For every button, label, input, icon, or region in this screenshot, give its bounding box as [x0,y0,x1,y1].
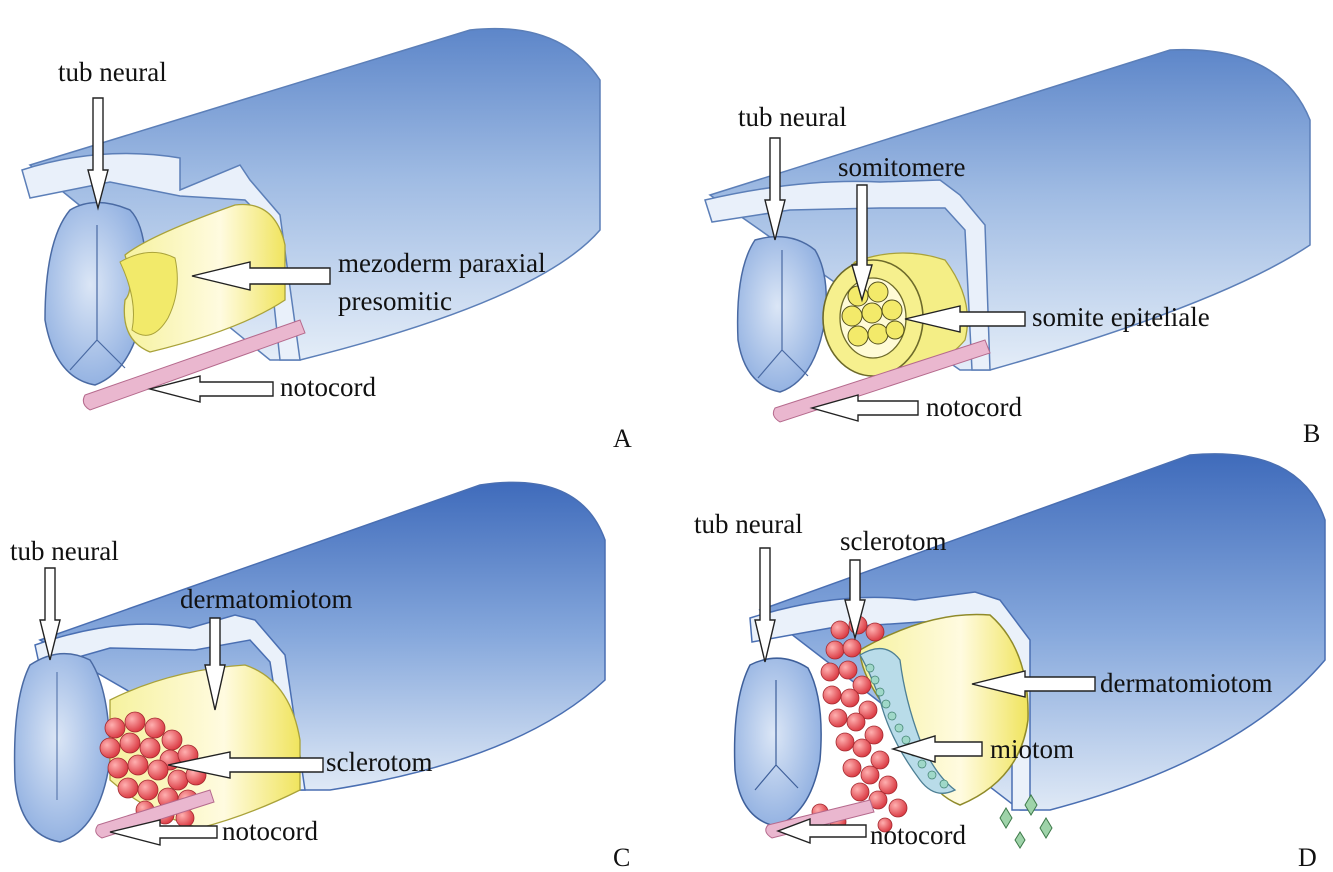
label-dermatomiotom-d: dermatomiotom [1100,668,1272,698]
neural-tube [15,654,110,842]
panel-b: tub neural somitomere somite epiteliale … [705,50,1320,448]
label-notocord-a: notocord [280,372,376,402]
neural-tube [735,658,822,826]
label-notocord-b: notocord [926,392,1022,422]
label-sclerotom-c: sclerotom [326,747,432,777]
panel-letter-d: D [1298,843,1317,872]
panel-letter-c: C [613,843,630,872]
label-mezoderm-line2-a: presomitic [338,286,452,316]
label-tub-neural-b: tub neural [738,102,847,132]
label-notocord-d: notocord [870,820,966,850]
label-somite-epiteliale-b: somite epiteliale [1032,302,1210,332]
panel-c: tub neural dermatomiotom sclerotom notoc… [10,482,630,872]
panel-d: tub neural sclerotom dermatomiotom mioto… [694,454,1325,872]
label-tub-neural-a: tub neural [58,57,167,87]
label-somitomere-b: somitomere [838,152,965,182]
label-notocord-c: notocord [222,816,318,846]
panel-a: tub neural mezoderm paraxial presomitic … [22,29,632,453]
label-sclerotom-d: sclerotom [840,526,946,556]
label-tub-neural-c: tub neural [10,536,119,566]
label-dermatomiotom-c: dermatomiotom [180,584,352,614]
label-miotom-d: miotom [990,734,1074,764]
panel-letter-a: A [613,424,632,453]
panel-letter-b: B [1303,419,1320,448]
label-tub-neural-d: tub neural [694,509,803,539]
label-mezoderm-line1-a: mezoderm paraxial [338,248,546,278]
